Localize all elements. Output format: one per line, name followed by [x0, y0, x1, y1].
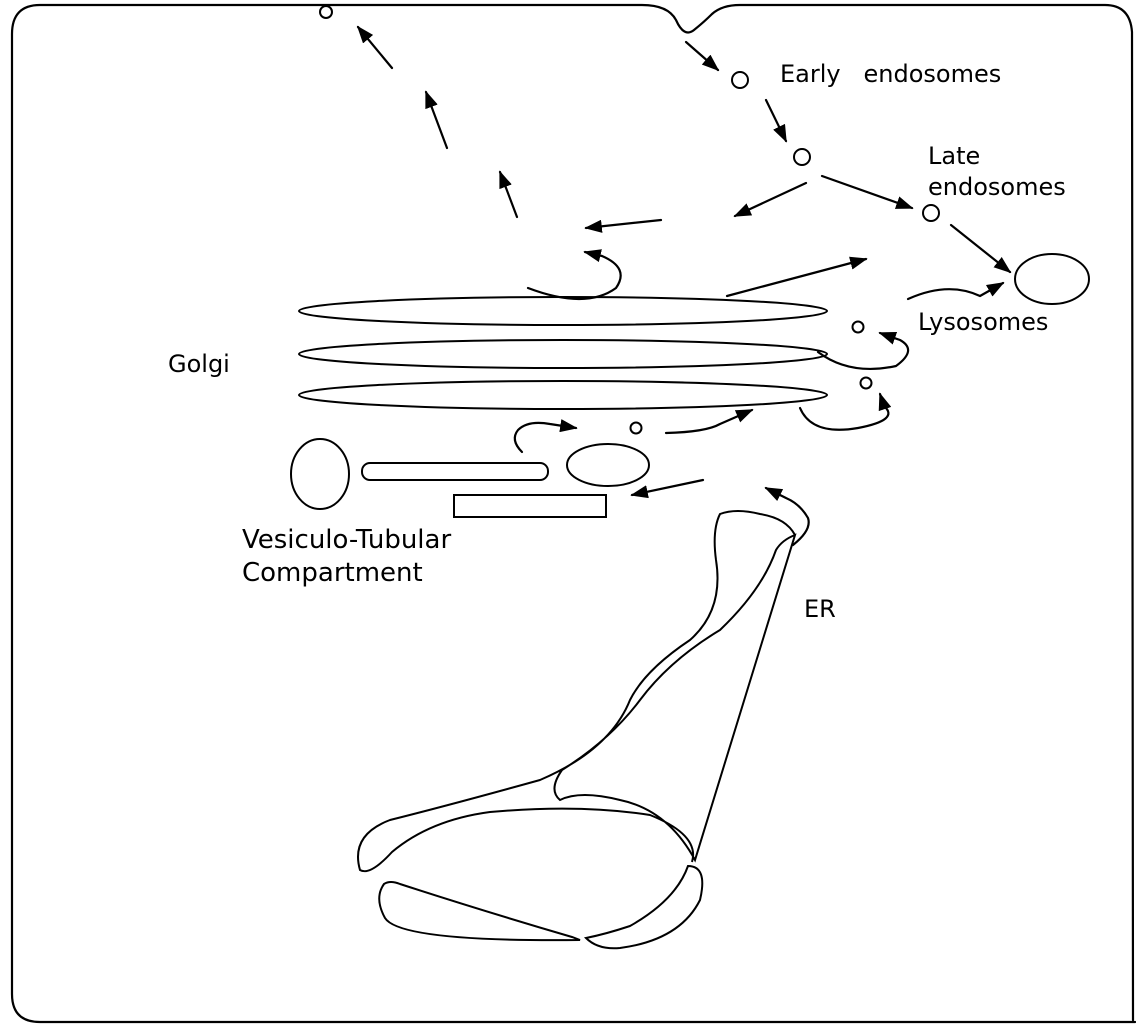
- arrow-secretion-4: [356, 25, 394, 70]
- er-lower-left-sheet: [378, 881, 581, 942]
- er-lower-right-sheet: [583, 864, 704, 950]
- arrow-endocytosis: [684, 40, 720, 72]
- arrow-vtc-to-golgi-right: [664, 408, 754, 435]
- cell-membrane: [10, 3, 1136, 1024]
- arrow-late-to-lysosome: [949, 223, 1012, 274]
- arrow-er-export-curve: [764, 486, 810, 547]
- arrow-golgi-to-endosome: [725, 256, 868, 298]
- early-endosome: [731, 71, 749, 89]
- label-golgi: Golgi: [168, 350, 230, 378]
- label-late-endosomes-line2: endosomes: [928, 173, 1066, 201]
- label-er: ER: [804, 595, 836, 623]
- arrow-er-to-vtc: [630, 478, 705, 499]
- intra-golgi-vesicle-2: [859, 376, 873, 390]
- vtc-small-vesicle: [629, 421, 643, 435]
- secretory-vesicle: [319, 5, 333, 19]
- golgi-cisterna-1: [298, 296, 828, 326]
- er-membrane: [357, 510, 797, 873]
- label-vtc-line2: Compartment: [242, 558, 423, 588]
- arrow-endosome-to-golgi-a: [733, 181, 808, 218]
- arrow-golgi-exit-curve: [526, 249, 622, 301]
- arrow-secretion-2: [498, 170, 519, 219]
- lysosome: [1014, 253, 1090, 305]
- arrow-endosome-to-golgi-b: [584, 218, 663, 233]
- vtc-vesicle: [566, 443, 650, 487]
- arrow-vtc-to-golgi-left: [513, 419, 578, 454]
- golgi-cisterna-2: [298, 339, 828, 369]
- vtc-tubule: [361, 462, 549, 481]
- arrow-to-late-endosome: [820, 174, 914, 210]
- intra-golgi-vesicle-1: [851, 320, 865, 334]
- arrow-golgi-to-lysosome: [906, 281, 1005, 301]
- arrow-golgi-retro-1: [816, 331, 910, 371]
- label-lysosomes: Lysosomes: [918, 308, 1048, 336]
- arrow-early-to-late: [764, 98, 788, 143]
- late-endosome: [922, 204, 940, 222]
- vtc-rectangle: [453, 494, 607, 518]
- vtc-oval: [290, 438, 350, 510]
- label-early-endosomes: Early endosomes: [780, 60, 1001, 88]
- arrow-secretion-3: [424, 90, 449, 150]
- endosome-branch-vesicle: [793, 148, 811, 166]
- label-vtc-line1: Vesiculo-Tubular: [242, 525, 451, 555]
- label-late-endosomes-line1: Late: [928, 142, 980, 170]
- arrow-golgi-retro-2: [798, 392, 892, 431]
- golgi-cisterna-3: [298, 380, 828, 410]
